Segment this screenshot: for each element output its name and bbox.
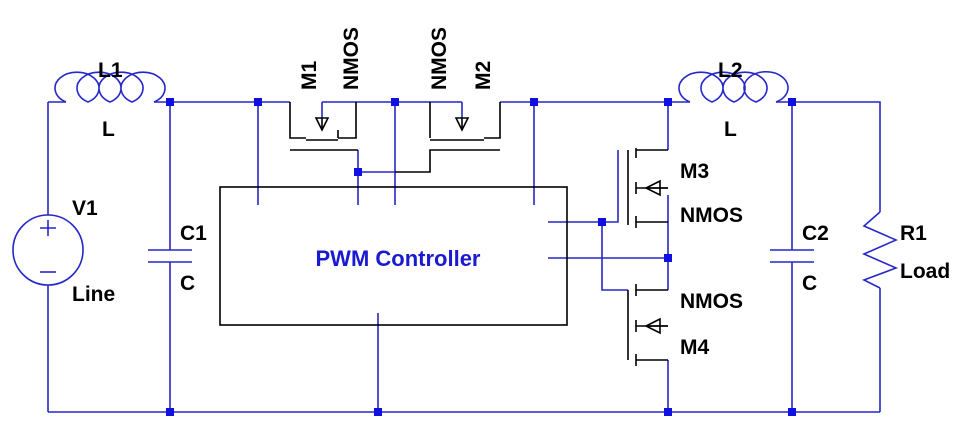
pwm-controller-label: PWM Controller — [316, 246, 481, 271]
label-l1-value: L — [102, 118, 115, 141]
junction-m2-drain — [530, 98, 538, 106]
junction-mid-node — [391, 98, 399, 106]
junction-m1-drain — [254, 98, 262, 106]
wire-l2-to-r1 — [776, 101, 881, 212]
label-l2-name: L2 — [718, 59, 743, 82]
wires — [47, 101, 881, 413]
label-m3-value: NMOS — [680, 204, 743, 227]
pwm-controller-block[interactable] — [219, 186, 568, 326]
capacitor-c2[interactable] — [770, 249, 814, 263]
label-l2-value: L — [724, 118, 737, 141]
label-c1-name: C1 — [180, 222, 207, 245]
label-m4-value: NMOS — [680, 290, 743, 313]
junction-c1-top — [166, 98, 174, 106]
junction-m4-source — [664, 408, 672, 416]
label-c1-value: C — [180, 272, 195, 295]
junction-controller-ground — [374, 408, 382, 416]
label-m1-name: M1 — [298, 61, 321, 90]
junction-c2-bottom — [788, 408, 796, 416]
label-v1-name: V1 — [72, 197, 98, 220]
label-r1-name: R1 — [900, 222, 927, 245]
source-v1[interactable] — [12, 214, 84, 286]
mosfet-m4[interactable] — [627, 284, 668, 366]
junction-c2-top — [788, 98, 796, 106]
mosfet-m2[interactable] — [395, 102, 501, 173]
label-v1-value: Line — [72, 283, 115, 306]
junction-switch-node — [664, 254, 672, 262]
wire-gate-m3 — [602, 150, 619, 223]
resistor-r1[interactable] — [862, 211, 899, 289]
mosfet-m3[interactable] — [627, 148, 668, 228]
wire-gate-m4 — [601, 222, 628, 291]
capacitor-c1[interactable] — [148, 249, 192, 263]
mosfet-m1[interactable] — [289, 102, 358, 151]
junction-low-gates — [598, 218, 606, 226]
inductor-l1[interactable] — [54, 71, 166, 103]
junction-c1-bottom — [166, 408, 174, 416]
label-m3-name: M3 — [680, 160, 709, 183]
junction-l2-input — [664, 98, 672, 106]
label-m1-value: NMOS — [340, 27, 363, 90]
label-m2-name: M2 — [472, 61, 495, 90]
label-m4-name: M4 — [680, 336, 709, 359]
label-l1-name: L1 — [98, 59, 123, 82]
label-m2-value: NMOS — [428, 27, 451, 90]
label-c2-name: C2 — [802, 222, 829, 245]
junction-dots — [166, 98, 796, 416]
label-r1-value: Load — [900, 260, 950, 283]
label-c2-value: C — [802, 272, 817, 295]
inductor-l2[interactable] — [678, 71, 789, 103]
junction-gate — [354, 168, 362, 176]
